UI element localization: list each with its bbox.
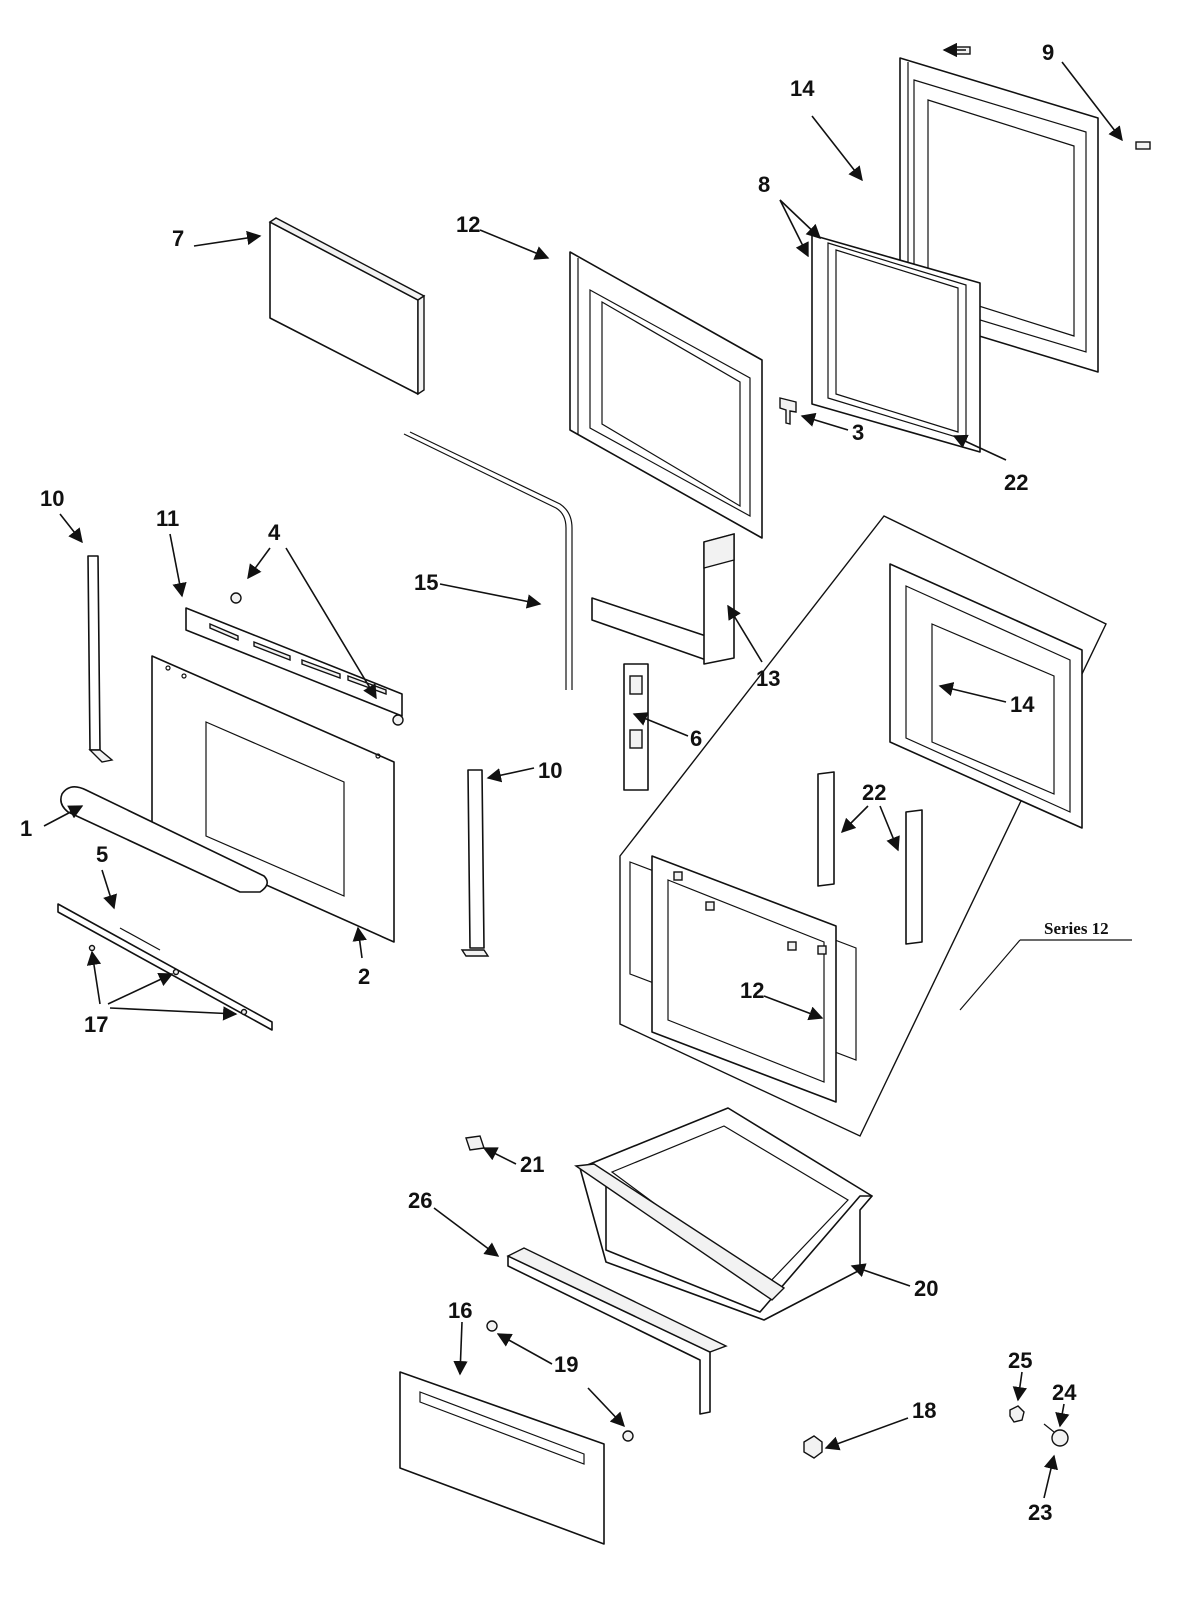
callout-5: 5	[96, 842, 108, 867]
series-12-variant-box: Series 12	[619, 515, 1132, 1137]
callout-labels: 9 14 8 7 12 3 22 10 11 4 15 13 6 10 14 2…	[20, 40, 1077, 1525]
callout-23: 23	[1028, 1500, 1052, 1525]
part-26-drawer-front-bracket	[506, 1247, 728, 1415]
callout-7: 7	[172, 226, 184, 251]
part-13-door-trim	[591, 533, 735, 665]
callout-17: 17	[84, 1012, 108, 1037]
series-label: Series 12	[1044, 919, 1109, 938]
part-20-storage-drawer	[574, 1107, 873, 1321]
callout-26: 26	[408, 1188, 432, 1213]
callout-22-upper: 22	[1004, 470, 1028, 495]
part-10-side-strip-left	[87, 555, 114, 763]
callout-8: 8	[758, 172, 770, 197]
part-6-hinge-bracket	[623, 663, 649, 791]
part-16-drawer-front-panel	[399, 1371, 605, 1545]
part-24-leveling-leg	[1043, 1423, 1069, 1447]
part-12-door-frame-upper	[569, 251, 763, 539]
part-17-screws	[88, 944, 248, 1016]
callout-14-series: 14	[1010, 692, 1035, 717]
callout-13: 13	[756, 666, 780, 691]
part-5-door-bottom-trim	[57, 903, 273, 1031]
part-15-door-channel	[403, 431, 573, 690]
callout-15: 15	[414, 570, 438, 595]
callout-4: 4	[268, 520, 281, 545]
part-21-clip	[465, 1135, 485, 1151]
callout-12-series: 12	[740, 978, 764, 1003]
callout-19: 19	[554, 1352, 578, 1377]
part-10-side-strip-center	[460, 769, 490, 957]
part-19-screws	[486, 1320, 634, 1442]
part-8-door-glass	[811, 234, 981, 453]
part-1-door-handle	[60, 786, 268, 893]
part-18-bumper	[803, 1435, 823, 1459]
callout-9: 9	[1042, 40, 1054, 65]
part-4-screws	[230, 592, 404, 726]
callout-16: 16	[448, 1298, 472, 1323]
part-25-nut	[1009, 1405, 1025, 1423]
part-22-strips-series	[817, 771, 923, 945]
callout-18: 18	[912, 1398, 936, 1423]
callout-12-upper: 12	[456, 212, 480, 237]
leader-lines	[43, 42, 1123, 1499]
callout-20: 20	[914, 1276, 938, 1301]
callout-2: 2	[358, 964, 370, 989]
callout-1: 1	[20, 816, 32, 841]
callout-10-left: 10	[40, 486, 64, 511]
callout-21: 21	[520, 1152, 544, 1177]
callout-10-center: 10	[538, 758, 562, 783]
part-2-outer-door-panel	[151, 655, 395, 943]
callout-11: 11	[156, 506, 179, 531]
callout-14-upper: 14	[790, 76, 815, 101]
part-3-bracket	[779, 397, 797, 425]
part-12-door-frame-series	[629, 855, 857, 1103]
callout-3: 3	[852, 420, 864, 445]
part-7-insulation-panel	[268, 217, 426, 396]
callout-6: 6	[690, 726, 702, 751]
part-14-door-frame-series	[889, 563, 1083, 829]
callout-22-series: 22	[862, 780, 886, 805]
callout-24: 24	[1052, 1380, 1077, 1405]
callout-25: 25	[1008, 1348, 1032, 1373]
